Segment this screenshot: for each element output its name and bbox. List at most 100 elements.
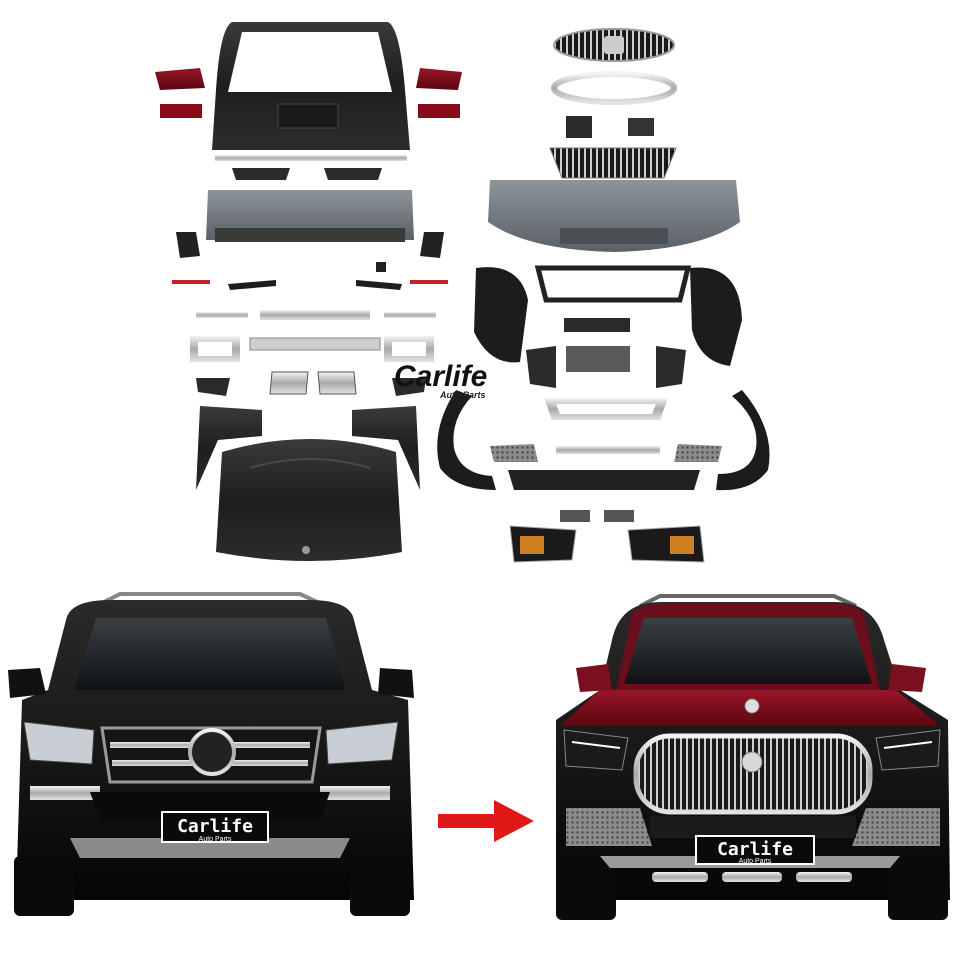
right-arrow-icon xyxy=(438,800,534,842)
arch-flare-right xyxy=(716,390,770,491)
hood-crease xyxy=(249,458,371,469)
sensor-module xyxy=(628,118,654,136)
rear-trim-right xyxy=(324,168,382,180)
grille-chrome-surround xyxy=(551,71,677,105)
chrome-trim-b xyxy=(384,312,436,318)
diffuser-panel xyxy=(249,337,381,351)
exhaust-frame-right xyxy=(384,336,434,362)
before-mirror-left xyxy=(8,668,46,698)
after-mesh-right xyxy=(852,808,940,846)
before-mirror-right xyxy=(378,668,414,698)
exhaust-tip-right xyxy=(317,371,357,395)
before-headlight-left xyxy=(23,721,95,765)
roof-rails xyxy=(95,592,327,608)
watermark-brand: Carlife xyxy=(394,360,487,393)
chrome-strip-front xyxy=(556,446,660,454)
before-plate-brand: Carlife xyxy=(177,816,253,837)
wheel-liner-left xyxy=(474,267,528,363)
rear-bumper-part xyxy=(206,190,414,240)
sensor-part xyxy=(376,262,386,272)
arch-flare-left xyxy=(437,390,496,490)
bracket-side-left xyxy=(526,346,556,388)
headlight-right-indicator xyxy=(670,536,694,554)
wheel-liner-right xyxy=(690,267,742,366)
tail-light-left-lower xyxy=(160,104,202,118)
rear-bracket-left xyxy=(176,232,200,258)
center-watermark: Carlife Auto Parts xyxy=(394,360,487,400)
arrow-head xyxy=(494,800,534,842)
rear-bumper-lower xyxy=(215,228,405,242)
bracket-small-right xyxy=(392,378,426,396)
headlight-left-indicator xyxy=(520,536,544,554)
front-bumper-intake xyxy=(560,228,668,244)
small-plate-b xyxy=(604,510,634,522)
after-trim-right xyxy=(796,872,852,882)
before-windshield xyxy=(74,618,346,690)
after-drl-left xyxy=(571,741,621,749)
after-maybach-grille xyxy=(633,733,873,815)
rear-bracket-right xyxy=(420,232,444,258)
arrow-shaft xyxy=(438,814,498,828)
fog-grille-right xyxy=(674,444,722,462)
after-car: Carlife Auto Parts xyxy=(556,594,950,920)
hood-emblem-mount xyxy=(302,546,310,554)
before-tire-left xyxy=(14,856,74,916)
after-mesh-left xyxy=(566,808,652,846)
grille-emblem xyxy=(604,36,624,54)
after-plate-brand: Carlife xyxy=(717,839,793,860)
skid-plate-part xyxy=(508,470,700,490)
after-mirror-right xyxy=(888,664,926,692)
fog-grille-left xyxy=(490,444,538,462)
before-tire-right xyxy=(350,856,410,916)
after-roof-rails xyxy=(639,594,857,608)
front-fender-left xyxy=(196,406,262,490)
before-car: Carlife Auto Parts xyxy=(8,592,414,916)
before-lower-intake xyxy=(90,792,330,820)
rear-trim-strip-right xyxy=(356,280,402,290)
watermark-sub: Auto Parts xyxy=(439,390,486,400)
after-lower-intake xyxy=(650,816,856,838)
rear-trim-strip-left xyxy=(228,280,276,290)
before-skid-plate xyxy=(70,838,350,858)
tail-light-left-upper xyxy=(155,68,205,90)
after-trim-center xyxy=(722,872,782,882)
tail-light-right-upper xyxy=(416,68,462,90)
exhaust-tip-left xyxy=(269,371,309,395)
after-headlight-left xyxy=(563,729,629,771)
after-hood-star xyxy=(744,698,760,714)
before-plate xyxy=(161,811,269,843)
after-plate xyxy=(695,835,815,865)
after-plate-sub: Auto Parts xyxy=(739,858,772,865)
after-tire-left xyxy=(556,868,616,920)
reflector-left xyxy=(172,280,210,284)
before-fog-trim-right xyxy=(320,786,390,800)
after-windshield xyxy=(624,618,872,684)
tailgate-plate-recess xyxy=(277,103,339,129)
after-trim-left xyxy=(652,872,708,882)
after-headlight-right xyxy=(875,729,941,771)
rear-trim-left xyxy=(232,168,290,180)
front-fender-right xyxy=(352,406,420,490)
chrome-diffuser-bar xyxy=(260,310,370,320)
small-plate-a xyxy=(560,510,590,522)
after-tire-right xyxy=(888,868,948,920)
before-headlight-right xyxy=(325,721,399,765)
rear-chrome-strip xyxy=(215,155,407,161)
after-drl-right xyxy=(883,741,933,749)
bracket-small-left xyxy=(196,378,230,396)
reflector-right xyxy=(410,280,448,284)
chrome-lower-frame xyxy=(544,398,668,420)
before-star-emblem xyxy=(188,728,236,776)
bracket-side-right xyxy=(656,346,686,388)
after-mirror-left xyxy=(576,664,612,692)
bracket-bar xyxy=(564,318,630,332)
small-bracket-a xyxy=(566,116,592,138)
tail-light-right-lower xyxy=(418,104,460,118)
before-plate-sub: Auto Parts xyxy=(199,836,232,843)
after-grille-emblem xyxy=(741,751,763,773)
bumper-reinforcement xyxy=(534,265,692,303)
tailgate-window-opening xyxy=(228,32,392,92)
before-fog-trim-left xyxy=(30,786,100,800)
lower-grille-part xyxy=(549,147,677,179)
